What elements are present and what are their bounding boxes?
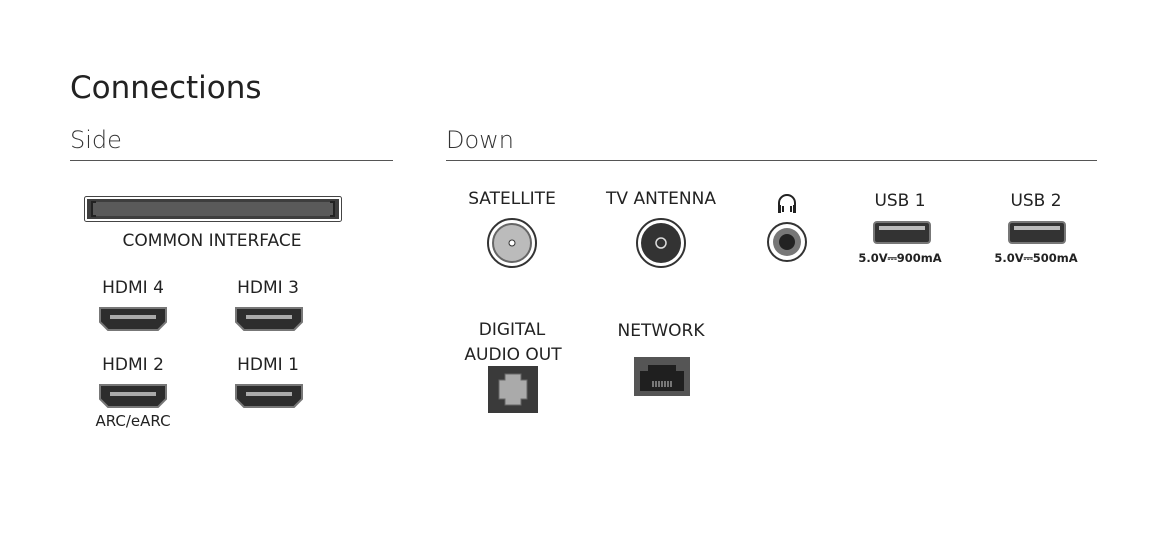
usb-2-spec: 5.0V⎓500mA: [994, 251, 1078, 265]
common-interface-slot-icon: [84, 196, 342, 222]
digital-audio-label-line1: DIGITAL: [478, 320, 546, 340]
digital-audio-label-line2: AUDIO OUT: [464, 345, 562, 365]
tv-antenna-port-icon: [636, 218, 686, 268]
side-divider: [70, 160, 393, 161]
satellite-port-icon: [487, 218, 537, 268]
hdmi-3-label: HDMI 3: [237, 278, 299, 298]
hdmi-4-label: HDMI 4: [102, 278, 164, 298]
hdmi-2-arc-note: ARC/eARC: [95, 412, 171, 430]
headphone-jack-icon: [767, 222, 807, 262]
hdmi-1-label: HDMI 1: [237, 355, 299, 375]
headphones-icon: [778, 194, 796, 213]
hdmi-2-label: HDMI 2: [102, 355, 164, 375]
usb-1-port-icon: [873, 221, 931, 244]
down-heading: Down: [446, 126, 515, 154]
usb-1-label: USB 1: [874, 191, 926, 211]
satellite-label: SATELLITE: [468, 189, 556, 209]
hdmi-3-port-icon: [235, 307, 303, 331]
tv-antenna-label: TV ANTENNA: [606, 189, 716, 209]
hdmi-4-port-icon: [99, 307, 167, 331]
network-label: NETWORK: [617, 321, 705, 341]
usb-2-label: USB 2: [1010, 191, 1062, 211]
side-heading: Side: [70, 126, 122, 154]
page-title: Connections: [70, 70, 262, 106]
hdmi-2-port-icon: [99, 384, 167, 408]
ethernet-port-icon: [634, 357, 690, 396]
down-divider: [446, 160, 1097, 161]
usb-1-spec: 5.0V⎓900mA: [858, 251, 942, 265]
optical-audio-port-icon: [488, 366, 538, 413]
common-interface-label: COMMON INTERFACE: [122, 231, 302, 251]
usb-2-port-icon: [1008, 221, 1066, 244]
hdmi-1-port-icon: [235, 384, 303, 408]
